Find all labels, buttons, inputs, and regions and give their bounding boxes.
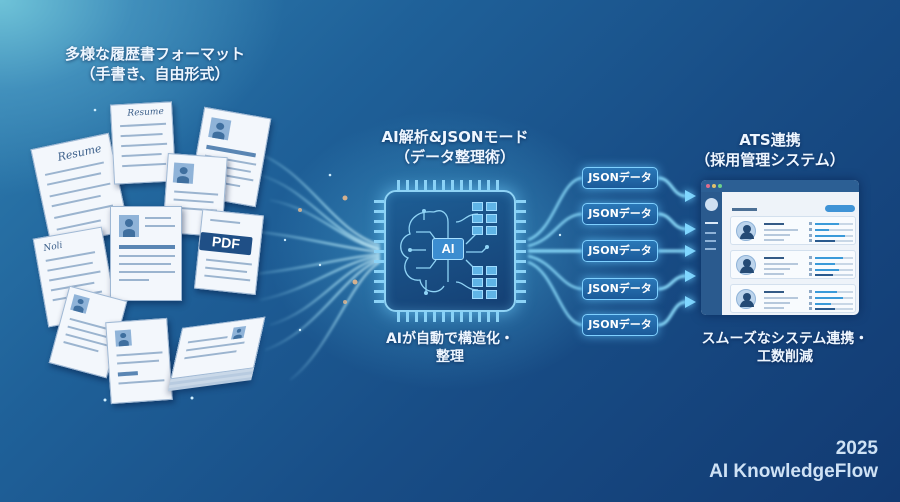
branding-year: 2025	[835, 438, 878, 459]
destination-section-title: ATS連携 （採用管理システム）	[660, 131, 880, 170]
processing-title-line2: （データ整理術）	[394, 147, 515, 166]
arrow-right-icon	[685, 296, 696, 308]
data-grid-bottom-icon	[472, 266, 497, 299]
input-section-title: 多様な履歴書フォーマット （手書き、自由形式）	[40, 45, 270, 84]
candidate-avatar-icon	[736, 221, 756, 241]
arrow-right-icon	[685, 270, 696, 282]
json-data-item-1: JSONデータ	[582, 167, 658, 189]
processing-section-title: AI解析&JSONモード （データ整理術）	[340, 128, 570, 167]
candidate-avatar-icon	[736, 255, 756, 275]
chip-pins-right	[516, 200, 526, 303]
json-data-item-4: JSONデータ	[582, 278, 658, 300]
arrow-right-icon	[685, 245, 696, 257]
processing-caption-line2: 整理	[436, 349, 464, 366]
ats-header-button[interactable]	[825, 205, 855, 212]
json-data-item-2: JSONデータ	[582, 203, 658, 225]
window-minimize-dot	[712, 184, 716, 188]
json-data-item-5: JSONデータ	[582, 314, 658, 336]
candidate-card[interactable]	[730, 284, 856, 313]
handwritten-resume-title: Resume	[56, 141, 103, 164]
candidate-card[interactable]	[730, 216, 856, 245]
photo-resume-center	[110, 206, 182, 301]
user-avatar-icon	[705, 198, 718, 211]
input-title-line2: （手書き、自由形式）	[80, 64, 230, 83]
sidebar-nav-item[interactable]	[705, 222, 718, 224]
input-title-line1: 多様な履歴書フォーマット	[64, 45, 245, 63]
sidebar-nav-item[interactable]	[705, 232, 716, 234]
candidate-avatar-icon	[736, 289, 756, 309]
pdf-resume: PDF	[193, 208, 265, 296]
ats-sidebar	[701, 192, 722, 315]
resume-list-title: Resume	[127, 106, 165, 119]
ats-window	[701, 180, 859, 315]
chip-pins-top	[397, 180, 499, 190]
processing-caption: AIが自動で構造化・ 整理	[360, 330, 540, 366]
arrow-right-icon	[685, 190, 696, 202]
sidebar-nav-item[interactable]	[705, 248, 716, 250]
chip-pins-bottom	[397, 312, 499, 322]
candidate-card[interactable]	[730, 250, 856, 279]
window-close-dot	[706, 184, 710, 188]
destination-title-line2: （採用管理システム）	[695, 150, 845, 169]
branding: 2025 AI KnowledgeFlow	[709, 438, 878, 484]
chip-pins-left	[374, 200, 384, 303]
brain-circuit-icon	[400, 209, 489, 295]
pdf-label: PDF	[199, 231, 253, 256]
handwritten-note-title: Noli	[42, 240, 64, 254]
photo-resume-bottom	[105, 317, 173, 405]
destination-caption-line2: 工数削減	[757, 349, 813, 366]
destination-caption-line1: スムーズなシステム連携・	[701, 331, 869, 347]
processing-caption-line1: AIが自動で構造化・	[385, 331, 515, 347]
ats-title-bar	[701, 180, 859, 192]
destination-caption: スムーズなシステム連携・ 工数削減	[680, 330, 890, 366]
data-grid-top-icon	[472, 202, 497, 235]
window-maximize-dot	[718, 184, 722, 188]
ats-header-title	[732, 208, 757, 211]
arrow-right-icon	[685, 223, 696, 235]
json-data-item-3: JSONデータ	[582, 240, 658, 262]
branding-name: AI KnowledgeFlow	[709, 460, 878, 482]
processing-title-line1: AI解析&JSONモード	[381, 128, 529, 146]
sidebar-nav-item[interactable]	[705, 240, 716, 242]
ai-badge: AI	[432, 238, 464, 260]
destination-title-line1: ATS連携	[739, 131, 801, 149]
